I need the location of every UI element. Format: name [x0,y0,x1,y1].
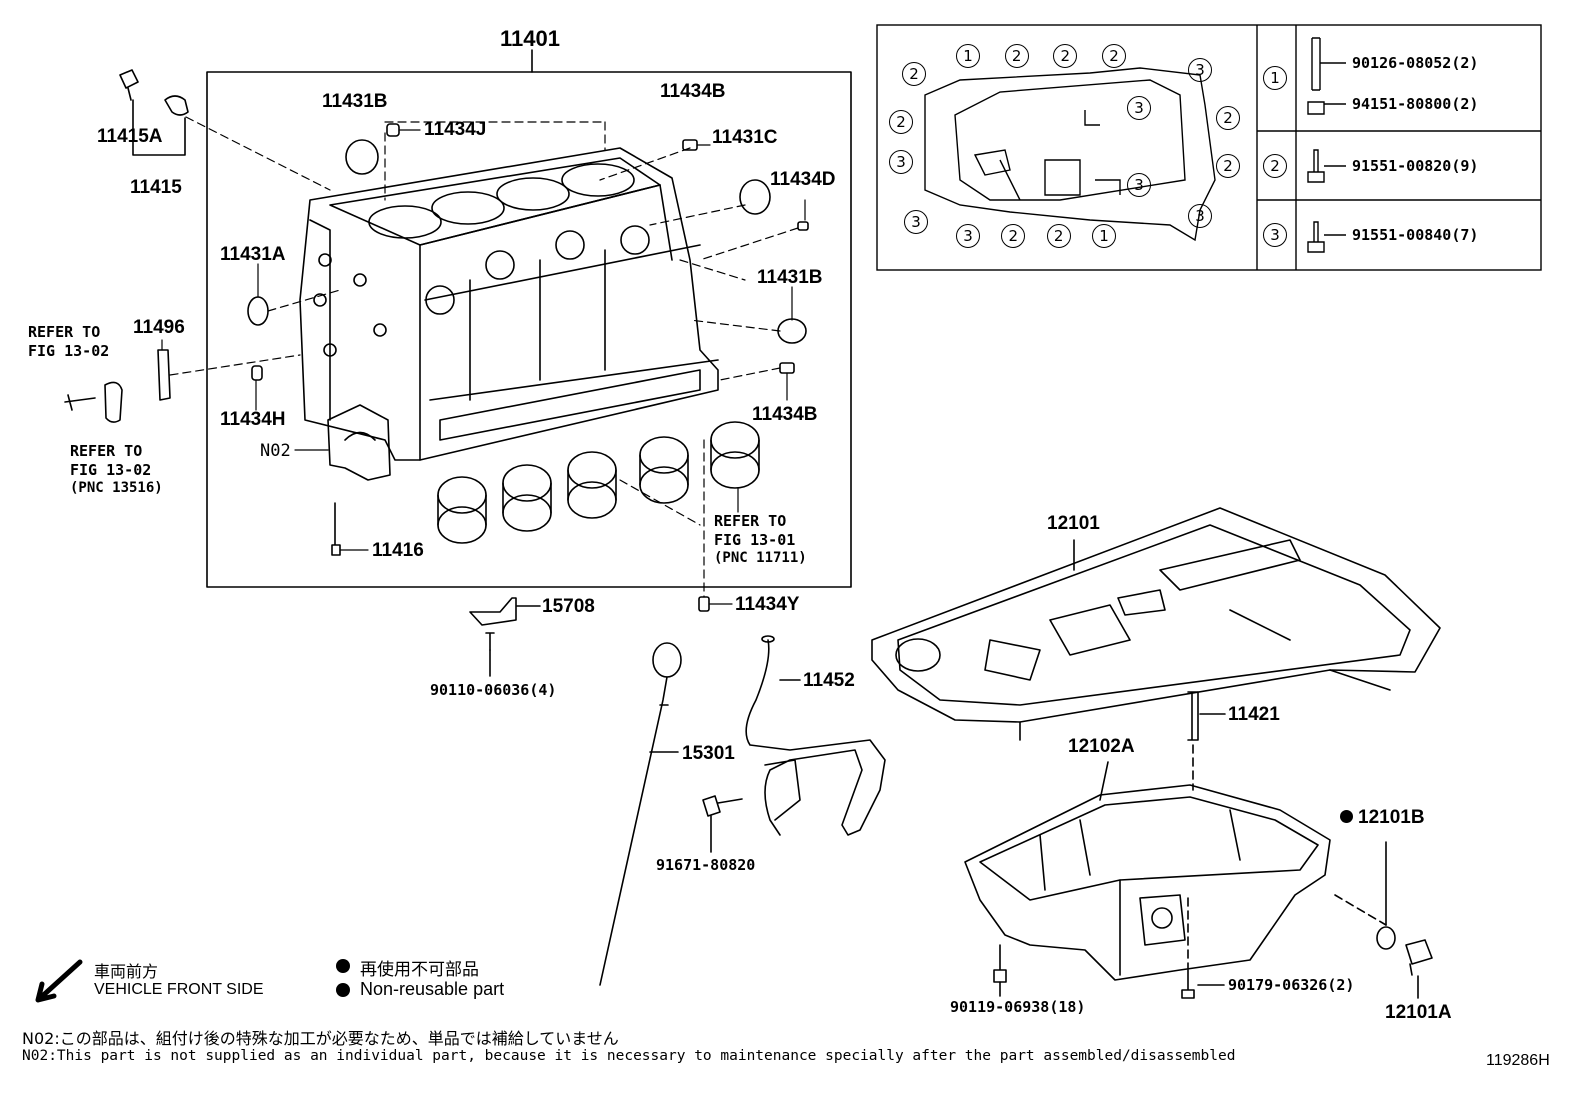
refer-note-1-line1: REFER TO [28,323,101,341]
label-11496: 11496 [133,317,185,338]
bolt-map-frame [876,24,1542,271]
label-11421: 11421 [1228,704,1280,725]
bolt-marker: 2 [889,110,913,134]
legend-nonreuse-jp: 再使用不可部品 [360,960,479,980]
bolt-marker: 3 [1127,96,1151,120]
bolt-marker: 3 [956,224,980,248]
bolt-marker: 1 [1091,224,1116,248]
refer-note-3-line3: (PNC 11711) [714,549,807,566]
label-11431B-right: 11431B [757,267,823,288]
label-11452: 11452 [803,670,855,691]
nonreusable-dot-icon [336,959,350,973]
table-part-2: 91551-00820(9) [1352,157,1479,175]
table-part-1b: 94151-80800(2) [1352,95,1479,113]
table-key-3: 3 [1263,223,1287,247]
refer-note-1: REFER TO FIG 13-02 [28,323,109,361]
refer-note-3-line1: REFER TO [714,512,787,530]
nonreusable-dot-icon [336,983,350,997]
refer-note-2: REFER TO FIG 13-02 (PNC 13516) [70,442,163,497]
label-15301: 15301 [682,743,735,764]
figure-id: 119286H [1486,1052,1550,1069]
bolt-marker: 3 [1188,204,1212,228]
bolt-marker: 3 [1127,173,1151,197]
bearings [437,421,760,544]
label-n02: N02 [260,441,291,461]
bolt-marker: 1 [956,44,980,68]
label-91671: 91671-80820 [656,856,756,874]
refer-note-2-line1: REFER TO [70,442,143,460]
label-11431A: 11431A [220,244,286,265]
bolt-marker: 3 [889,150,913,174]
label-11434H: 11434H [220,409,286,430]
table-key-2: 2 [1263,154,1287,178]
label-12101A: 12101A [1385,1002,1452,1023]
legend-nonreuse-en: Non-reusable part [360,979,505,999]
label-90110: 90110-06036(4) [430,681,557,699]
nonreusable-dot-icon [1340,810,1353,823]
bolt-marker: 2 [1046,224,1071,248]
bolt-marker: 2 [1101,44,1126,68]
label-11415: 11415 [130,177,182,198]
bolt-marker: 2 [1001,224,1026,248]
label-90179: 90179-06326(2) [1228,976,1355,994]
label-11434J: 11434J [424,119,487,140]
oil-pan-lower-drawing [964,784,1331,981]
label-12101B: 12101B [1340,808,1425,827]
bolt-marker: 2 [1216,106,1240,130]
table-part-1a: 90126-08052(2) [1352,54,1479,72]
block-frame [206,71,852,588]
label-12102A: 12102A [1068,736,1135,757]
oil-pan-upper-drawing [871,507,1441,741]
label-11416: 11416 [372,540,424,561]
label-11401: 11401 [500,26,560,51]
bolt-map-top: 1 2 2 2 [956,44,1126,68]
table-key-1: 1 [1263,66,1287,90]
refer-note-2-line2: FIG 13-02 [70,460,152,479]
label-11434B-right: 11434B [752,404,818,425]
label-11431C: 11431C [712,127,778,148]
refer-note-3-line2: FIG 13-01 [714,530,796,549]
refer-note-3: REFER TO FIG 13-01 (PNC 11711) [714,512,807,567]
bolt-marker: 2 [902,62,926,86]
bolt-marker: 3 [904,210,928,234]
footnote-jp: N02:この部品は、組付け後の特殊な加工が必要なため、単品では補給していません [22,1029,619,1048]
bolt-marker: 2 [1004,44,1029,68]
refer-note-1-line2: FIG 13-02 [28,341,110,360]
label-12101: 12101 [1047,513,1100,534]
label-11431B-top: 11431B [322,91,388,112]
refer-note-2-line3: (PNC 13516) [70,479,163,496]
table-bolt-icons [1307,37,1346,253]
label-11434Y: 11434Y [735,594,800,615]
cylinder-block-drawing [299,147,719,461]
bolt-marker: 2 [1053,44,1078,68]
label-11434B-top: 11434B [660,81,726,102]
label-15708: 15708 [542,596,595,617]
table-part-3: 91551-00840(7) [1352,226,1479,244]
label-90119: 90119-06938(18) [950,998,1086,1016]
label-11434D: 11434D [770,169,836,190]
bolt-map-bottom: 3 2 2 1 [956,224,1116,248]
bolt-marker: 3 [1188,58,1212,82]
footnote-en: N02:This part is not supplied as an indi… [22,1048,1236,1064]
label-11415A: 11415A [97,126,163,147]
legend-front-jp: 車両前方 [94,962,159,981]
bolt-marker: 2 [1216,154,1240,178]
legend-front-en: VEHICLE FRONT SIDE [94,981,264,998]
